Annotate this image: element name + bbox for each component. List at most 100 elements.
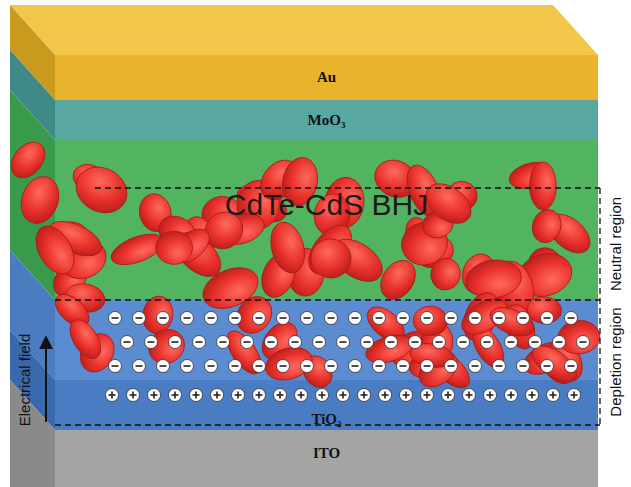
charge-sign [568, 317, 575, 319]
charge-sign [340, 341, 347, 343]
negative-charge [169, 336, 182, 349]
nanocrystal [4, 136, 51, 185]
positive-charge [442, 389, 455, 402]
negative-charge [373, 360, 386, 373]
negative-charge [145, 336, 158, 349]
positive-charge [505, 389, 518, 402]
depletion-front [55, 300, 598, 380]
negative-charge [121, 336, 134, 349]
charge-sign [184, 365, 191, 367]
charge-sign [304, 365, 311, 367]
negative-charge [289, 336, 302, 349]
nanocrystal [456, 291, 514, 341]
negative-charge [205, 312, 218, 325]
negative-charge [517, 312, 530, 325]
charge-sign [424, 365, 431, 367]
layer-band: CdTe-CdS BHJ [55, 140, 598, 300]
positive-charge [106, 389, 119, 402]
negative-charge [229, 312, 242, 325]
dashed-line [599, 188, 600, 425]
nanocrystal [266, 218, 310, 276]
negative-charge [229, 360, 242, 373]
charge-sign [172, 341, 179, 343]
layer-band: TiO₂ [55, 380, 598, 430]
charge-sign [256, 365, 263, 367]
nanocrystal [68, 158, 135, 221]
negative-charge [193, 336, 206, 349]
negative-charge [253, 312, 266, 325]
nanocrystal [155, 231, 192, 265]
charge-sign [279, 392, 281, 399]
nanocrystal [220, 325, 267, 379]
negative-charge [325, 360, 338, 373]
negative-charge [277, 360, 290, 373]
positive-charge [295, 389, 308, 402]
charge-sign [436, 341, 443, 343]
field-label: Electrical field [16, 334, 33, 427]
charge-sign [520, 365, 527, 367]
negative-charge [133, 312, 146, 325]
negative-charge [445, 360, 458, 373]
charge-sign [531, 392, 533, 399]
charge-sign [388, 341, 395, 343]
nanocrystal [28, 219, 82, 280]
negative-charge [457, 336, 470, 349]
negative-charge [241, 336, 254, 349]
positive-charge [547, 389, 560, 402]
charge-sign [244, 341, 251, 343]
negative-charge [325, 312, 338, 325]
negative-charge [157, 312, 170, 325]
nanocrystal [428, 256, 463, 293]
negative-charge [301, 360, 314, 373]
charge-sign [568, 365, 575, 367]
charge-sign [400, 365, 407, 367]
charge-sign [184, 317, 191, 319]
charge-sign [364, 341, 371, 343]
nanocrystal [309, 237, 352, 279]
nanocrystal [374, 254, 423, 306]
charge-symbols [106, 312, 590, 402]
positive-charge [148, 389, 161, 402]
charge-sign [510, 392, 512, 399]
charge-sign [232, 317, 239, 319]
negative-charge [493, 360, 506, 373]
charge-sign [220, 341, 227, 343]
charge-sign [111, 392, 113, 399]
layer-band: ITO [55, 430, 598, 487]
charge-sign [208, 317, 215, 319]
positive-charge [316, 389, 329, 402]
negative-charge [481, 336, 494, 349]
charge-sign [496, 317, 503, 319]
positive-charge [190, 389, 203, 402]
region-brackets [55, 188, 600, 425]
charge-sign [112, 317, 119, 319]
charge-sign [196, 341, 203, 343]
charge-sign [132, 392, 134, 399]
negative-charge [493, 312, 506, 325]
negative-charge [541, 312, 554, 325]
charge-sign [300, 392, 302, 399]
charge-sign [321, 392, 323, 399]
negative-charge [529, 336, 542, 349]
negative-charge [265, 336, 278, 349]
charge-sign [496, 365, 503, 367]
positive-charge [484, 389, 497, 402]
charge-sign [544, 317, 551, 319]
charge-sign [384, 392, 386, 399]
charge-sign [124, 341, 131, 343]
negative-charge [361, 336, 374, 349]
charge-sign [426, 392, 428, 399]
nanocrystal [528, 206, 565, 247]
negative-charge [385, 336, 398, 349]
layer-band: Au [55, 55, 598, 100]
layer-label: TiO₂ [311, 411, 341, 428]
charge-sign [460, 341, 467, 343]
nanocrystal [64, 315, 107, 364]
charge-sign [342, 392, 344, 399]
negative-charge [469, 312, 482, 325]
charge-sign [258, 392, 260, 399]
negative-charge [253, 360, 266, 373]
charge-sign [472, 317, 479, 319]
charge-sign [160, 365, 167, 367]
